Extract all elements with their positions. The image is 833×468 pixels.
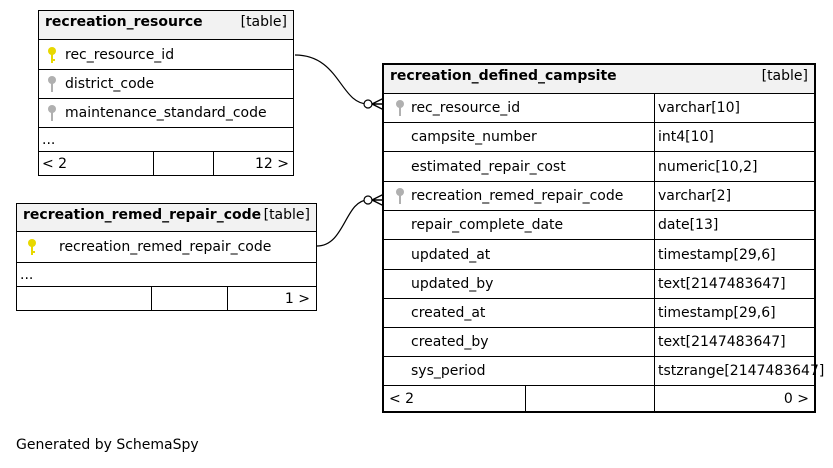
more-columns-row: ... — [17, 263, 316, 287]
column-name: recreation_remed_repair_code — [411, 188, 624, 204]
column-name: district_code — [65, 76, 155, 92]
divider — [525, 386, 526, 411]
column-name: updated_by — [411, 276, 494, 292]
column-row: rec_resource_id varchar[10] — [384, 94, 814, 123]
column-row: updated_by text[2147483647] — [384, 270, 814, 299]
key-icon — [48, 105, 56, 121]
table-recreation-defined-campsite[interactable]: recreation_defined_campsite [table] rec_… — [382, 63, 824, 413]
column-row: district_code — [39, 70, 293, 99]
table-footer: 1 > — [17, 287, 316, 311]
column-type: text[2147483647] — [658, 334, 786, 350]
table-footer: < 2 0 > — [384, 386, 814, 411]
column-name: recreation_remed_repair_code — [59, 239, 272, 255]
table-type-label: [table] — [263, 207, 310, 223]
column-row: repair_complete_date date[13] — [384, 211, 814, 240]
column-name: repair_complete_date — [411, 217, 564, 233]
connector-remed-repair-code — [316, 199, 369, 247]
column-name: rec_resource_id — [65, 46, 175, 63]
table-recreation-resource[interactable]: recreation_resource [table] rec_resource… — [38, 10, 294, 176]
foreign-key-icon — [396, 100, 404, 116]
divider — [153, 152, 154, 176]
table-type-label: [table] — [240, 14, 287, 30]
table-type-label: [table] — [761, 68, 808, 84]
generated-by-label: Generated by SchemaSpy — [16, 437, 199, 453]
key-icon — [48, 76, 56, 92]
connector-rec-resource-id — [294, 54, 369, 105]
primary-key-icon — [28, 239, 36, 255]
table-header: recreation_defined_campsite [table] — [384, 65, 814, 94]
column-row: sys_period tstzrange[2147483647] — [384, 357, 824, 386]
column-row: updated_at timestamp[29,6] — [384, 240, 814, 270]
column-type: varchar[2] — [658, 188, 732, 204]
column-type: tstzrange[2147483647] — [658, 363, 825, 379]
column-type: text[2147483647] — [658, 276, 786, 292]
primary-key-icon — [48, 46, 56, 63]
ellipsis: ... — [20, 266, 34, 283]
column-type: numeric[10,2] — [658, 158, 758, 175]
column-name: sys_period — [411, 363, 486, 379]
column-divider — [654, 94, 655, 411]
table-header: recreation_resource [table] — [39, 11, 293, 40]
table-recreation-remed-repair-code[interactable]: recreation_remed_repair_code [table] rec… — [16, 203, 317, 311]
children-count: 1 > — [284, 291, 310, 307]
column-name: created_at — [411, 305, 486, 321]
column-name: maintenance_standard_code — [65, 105, 267, 121]
column-type: varchar[10] — [658, 100, 740, 116]
column-name: updated_at — [411, 246, 491, 263]
column-row: rec_resource_id — [39, 40, 293, 70]
column-type: timestamp[29,6] — [658, 246, 776, 263]
divider — [227, 287, 228, 311]
column-row: recreation_remed_repair_code varchar[2] — [384, 182, 814, 211]
table-name: recreation_defined_campsite — [390, 68, 617, 84]
column-type: int4[10] — [658, 129, 714, 145]
connector-optional-marker — [363, 99, 373, 109]
column-row: created_by text[2147483647] — [384, 328, 814, 357]
table-name: recreation_remed_repair_code — [23, 207, 262, 223]
divider — [151, 287, 152, 311]
children-count: 0 > — [783, 390, 809, 407]
parents-count: < 2 — [42, 156, 68, 172]
column-row: recreation_remed_repair_code — [17, 232, 316, 263]
table-header: recreation_remed_repair_code [table] — [17, 204, 316, 232]
column-name: created_by — [411, 334, 489, 350]
column-row: estimated_repair_cost numeric[10,2] — [384, 152, 814, 182]
parents-count: < 2 — [389, 390, 415, 407]
ellipsis: ... — [42, 131, 56, 148]
column-type: timestamp[29,6] — [658, 305, 776, 321]
column-row: campsite_number int4[10] — [384, 123, 814, 152]
connector-optional-marker — [363, 195, 373, 205]
column-name: rec_resource_id — [411, 100, 521, 116]
foreign-key-icon — [396, 188, 404, 204]
column-name: campsite_number — [411, 129, 537, 145]
column-row: maintenance_standard_code — [39, 99, 293, 128]
column-row: created_at timestamp[29,6] — [384, 299, 814, 328]
table-footer: < 2 12 > — [39, 152, 293, 176]
children-count: 12 > — [255, 156, 289, 172]
column-name: estimated_repair_cost — [411, 158, 566, 175]
table-name: recreation_resource — [45, 14, 203, 30]
more-columns-row: ... — [39, 128, 293, 152]
divider — [213, 152, 214, 176]
column-type: date[13] — [658, 217, 719, 233]
